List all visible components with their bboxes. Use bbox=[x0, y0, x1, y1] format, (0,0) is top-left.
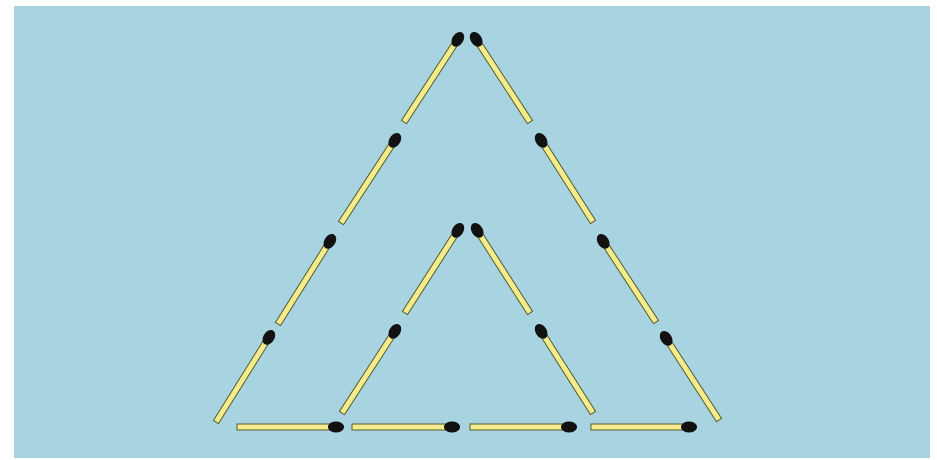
match-head bbox=[681, 422, 697, 433]
match-body bbox=[352, 424, 450, 430]
match-head bbox=[561, 422, 577, 433]
match-head bbox=[328, 422, 344, 433]
match-body bbox=[237, 424, 334, 430]
matchstick-canvas bbox=[14, 6, 930, 458]
match-body bbox=[470, 424, 567, 430]
match-head bbox=[444, 422, 460, 433]
puzzle-board bbox=[14, 6, 930, 458]
match-body bbox=[591, 424, 687, 430]
